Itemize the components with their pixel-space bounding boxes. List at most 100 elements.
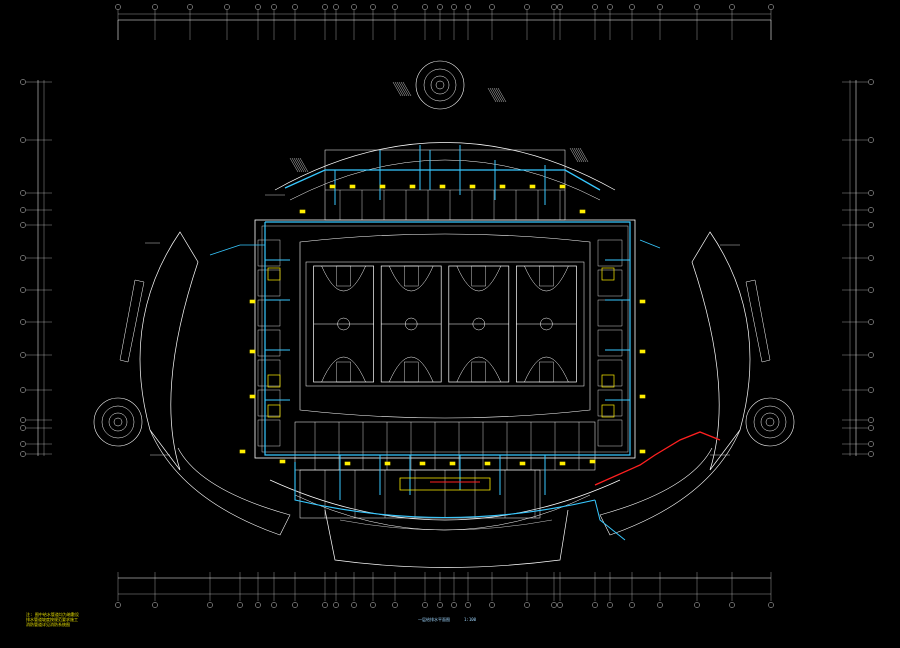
- note-line-3: 消防管道详见消防系统图: [26, 622, 70, 627]
- court-area: [305, 261, 585, 387]
- stair-hatch: [493, 87, 503, 103]
- stair-hatch: [394, 81, 404, 97]
- note-line-2: 排水管道坡度按规范要求施工: [26, 617, 78, 622]
- note-line-1: 注: 图中给水管道均为暗敷设: [26, 612, 79, 617]
- axis-bubble: [557, 4, 563, 10]
- drain-point: [249, 299, 256, 304]
- axis-bubble: [868, 207, 874, 213]
- stair-hatch: [569, 147, 579, 163]
- drain-point: [639, 349, 646, 354]
- fire-pipe-main: [594, 431, 721, 486]
- drain-point: [449, 461, 456, 466]
- drawing-caption: 一层给排水平面图: [418, 617, 450, 622]
- axis-bubble: [187, 4, 193, 10]
- axis-bubble: [322, 4, 328, 10]
- bottom-entrance: [324, 509, 569, 568]
- stair-hatch: [495, 87, 505, 103]
- stair-hatch: [579, 147, 589, 163]
- axis-bubble: [322, 602, 328, 608]
- axis-bubble: [868, 137, 874, 143]
- stair-hatch: [297, 157, 307, 173]
- court-marking: [524, 265, 569, 292]
- axis-bubble: [370, 4, 376, 10]
- axis-bubble: [551, 4, 557, 10]
- west-room: [257, 239, 281, 267]
- axis-bubble: [255, 602, 261, 608]
- axis-bubble: [768, 4, 774, 10]
- axis-bubble: [868, 425, 874, 431]
- drain-point: [499, 184, 506, 189]
- axis-bubble: [868, 319, 874, 325]
- drain-fixture: [267, 404, 281, 418]
- east-room: [597, 359, 623, 387]
- court-marking: [404, 265, 419, 287]
- stair-hatch: [291, 157, 301, 173]
- stair-hatch: [299, 157, 309, 173]
- axis-bubble: [465, 602, 471, 608]
- right-wing: [691, 231, 751, 471]
- east-room: [597, 419, 623, 447]
- axis-bubble: [868, 287, 874, 293]
- stair-tower-inner: [101, 405, 135, 439]
- water-branch-east: [639, 239, 661, 249]
- court-marking: [404, 361, 419, 383]
- drain-point: [384, 461, 391, 466]
- west-room: [257, 329, 281, 357]
- court-marking: [539, 361, 554, 383]
- drain-point: [349, 184, 356, 189]
- drain-point: [379, 184, 386, 189]
- axis-bubble: [524, 4, 530, 10]
- axis-bubble: [20, 425, 26, 431]
- axis-bubble: [768, 602, 774, 608]
- axis-bubble: [607, 602, 613, 608]
- stair-hatch: [293, 157, 303, 173]
- stair-hatch: [295, 157, 305, 173]
- court-marking: [540, 317, 553, 331]
- west-room: [257, 389, 281, 417]
- bottom-entrance-inner: [339, 519, 553, 531]
- axis-bubble: [868, 417, 874, 423]
- axis-bubble: [20, 287, 26, 293]
- main-hall-outline: [254, 219, 636, 459]
- west-room: [257, 359, 281, 387]
- court-marking: [471, 265, 486, 287]
- drain-point: [409, 184, 416, 189]
- axis-bubble: [20, 387, 26, 393]
- east-room: [597, 239, 623, 267]
- arena-floor: [299, 233, 591, 419]
- axis-bubble: [729, 602, 735, 608]
- axis-bubble: [437, 602, 443, 608]
- axis-bubble: [351, 4, 357, 10]
- court-marking: [456, 356, 502, 383]
- stair-hatch: [392, 81, 402, 97]
- stair-tower-inner: [423, 68, 457, 102]
- drain-point: [279, 459, 286, 464]
- axis-bubble: [20, 137, 26, 143]
- drawing-scale: 1:100: [464, 617, 477, 622]
- stair-hatch: [396, 81, 406, 97]
- axis-bubble: [422, 602, 428, 608]
- axis-bubble: [255, 4, 261, 10]
- basketball-court: [313, 265, 374, 383]
- axis-bubble: [868, 222, 874, 228]
- drain-fixture: [601, 404, 615, 418]
- right-lower-wing: [599, 429, 741, 536]
- axis-bubble: [729, 4, 735, 10]
- axis-bubble: [451, 4, 457, 10]
- drain-point: [559, 461, 566, 466]
- axis-bubble: [20, 190, 26, 196]
- axis-bubble: [868, 352, 874, 358]
- stair-hatch: [571, 147, 581, 163]
- axis-bubble: [489, 4, 495, 10]
- stair-hatch: [497, 87, 507, 103]
- axis-bubble: [237, 602, 243, 608]
- axis-bubble: [868, 441, 874, 447]
- drain-point: [639, 394, 646, 399]
- axis-bubble: [333, 4, 339, 10]
- basketball-court: [448, 265, 510, 383]
- basketball-court: [380, 265, 442, 383]
- court-marking: [524, 356, 569, 383]
- left-stair: [119, 279, 145, 363]
